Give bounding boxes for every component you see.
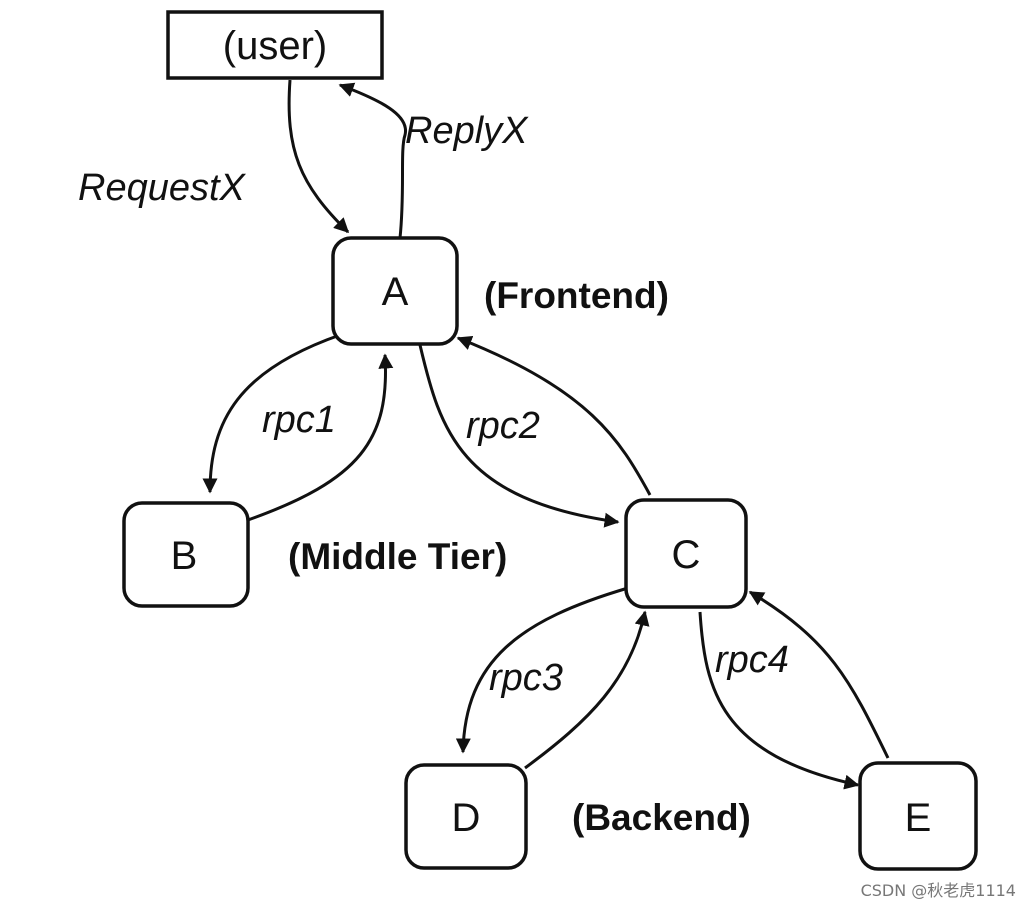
middle-tier-label: (Middle Tier) bbox=[288, 536, 507, 577]
request-arrow bbox=[287, 79, 350, 234]
rpc2-request-arrow bbox=[418, 344, 620, 528]
node-c-label: C bbox=[672, 533, 701, 577]
node-e-label: E bbox=[905, 796, 932, 840]
reply-label: ReplyX bbox=[405, 110, 529, 152]
watermark-text: CSDN @秋老虎1114 bbox=[861, 881, 1016, 900]
rpc3-reply-arrow bbox=[524, 610, 650, 770]
reply-arrow bbox=[338, 82, 407, 239]
rpc4-label: rpc4 bbox=[715, 639, 789, 681]
rpc1-reply-arrow bbox=[247, 353, 394, 522]
node-d-box bbox=[404, 763, 528, 870]
rpc3-request-arrow bbox=[455, 586, 629, 754]
node-c-box bbox=[624, 498, 748, 609]
node-a-box bbox=[331, 236, 459, 346]
node-a-label: A bbox=[382, 270, 409, 314]
rpc1-request-arrow bbox=[202, 333, 341, 494]
rpc4-request-arrow bbox=[698, 611, 860, 790]
user-box bbox=[166, 10, 384, 80]
rpc3-label: rpc3 bbox=[489, 657, 563, 699]
node-d-label: D bbox=[452, 796, 481, 840]
node-b-box bbox=[122, 501, 250, 608]
request-label: RequestX bbox=[78, 167, 247, 209]
rpc4-reply-arrow bbox=[748, 590, 890, 759]
rpc1-label: rpc1 bbox=[262, 399, 336, 441]
rpc2-label: rpc2 bbox=[466, 405, 540, 447]
user-label: (user) bbox=[223, 24, 327, 68]
backend-tier-label: (Backend) bbox=[572, 797, 751, 838]
frontend-tier-label: (Frontend) bbox=[484, 275, 669, 316]
node-b-label: B bbox=[171, 534, 198, 578]
rpc2-reply-arrow bbox=[456, 335, 652, 496]
node-e-box bbox=[858, 761, 978, 871]
